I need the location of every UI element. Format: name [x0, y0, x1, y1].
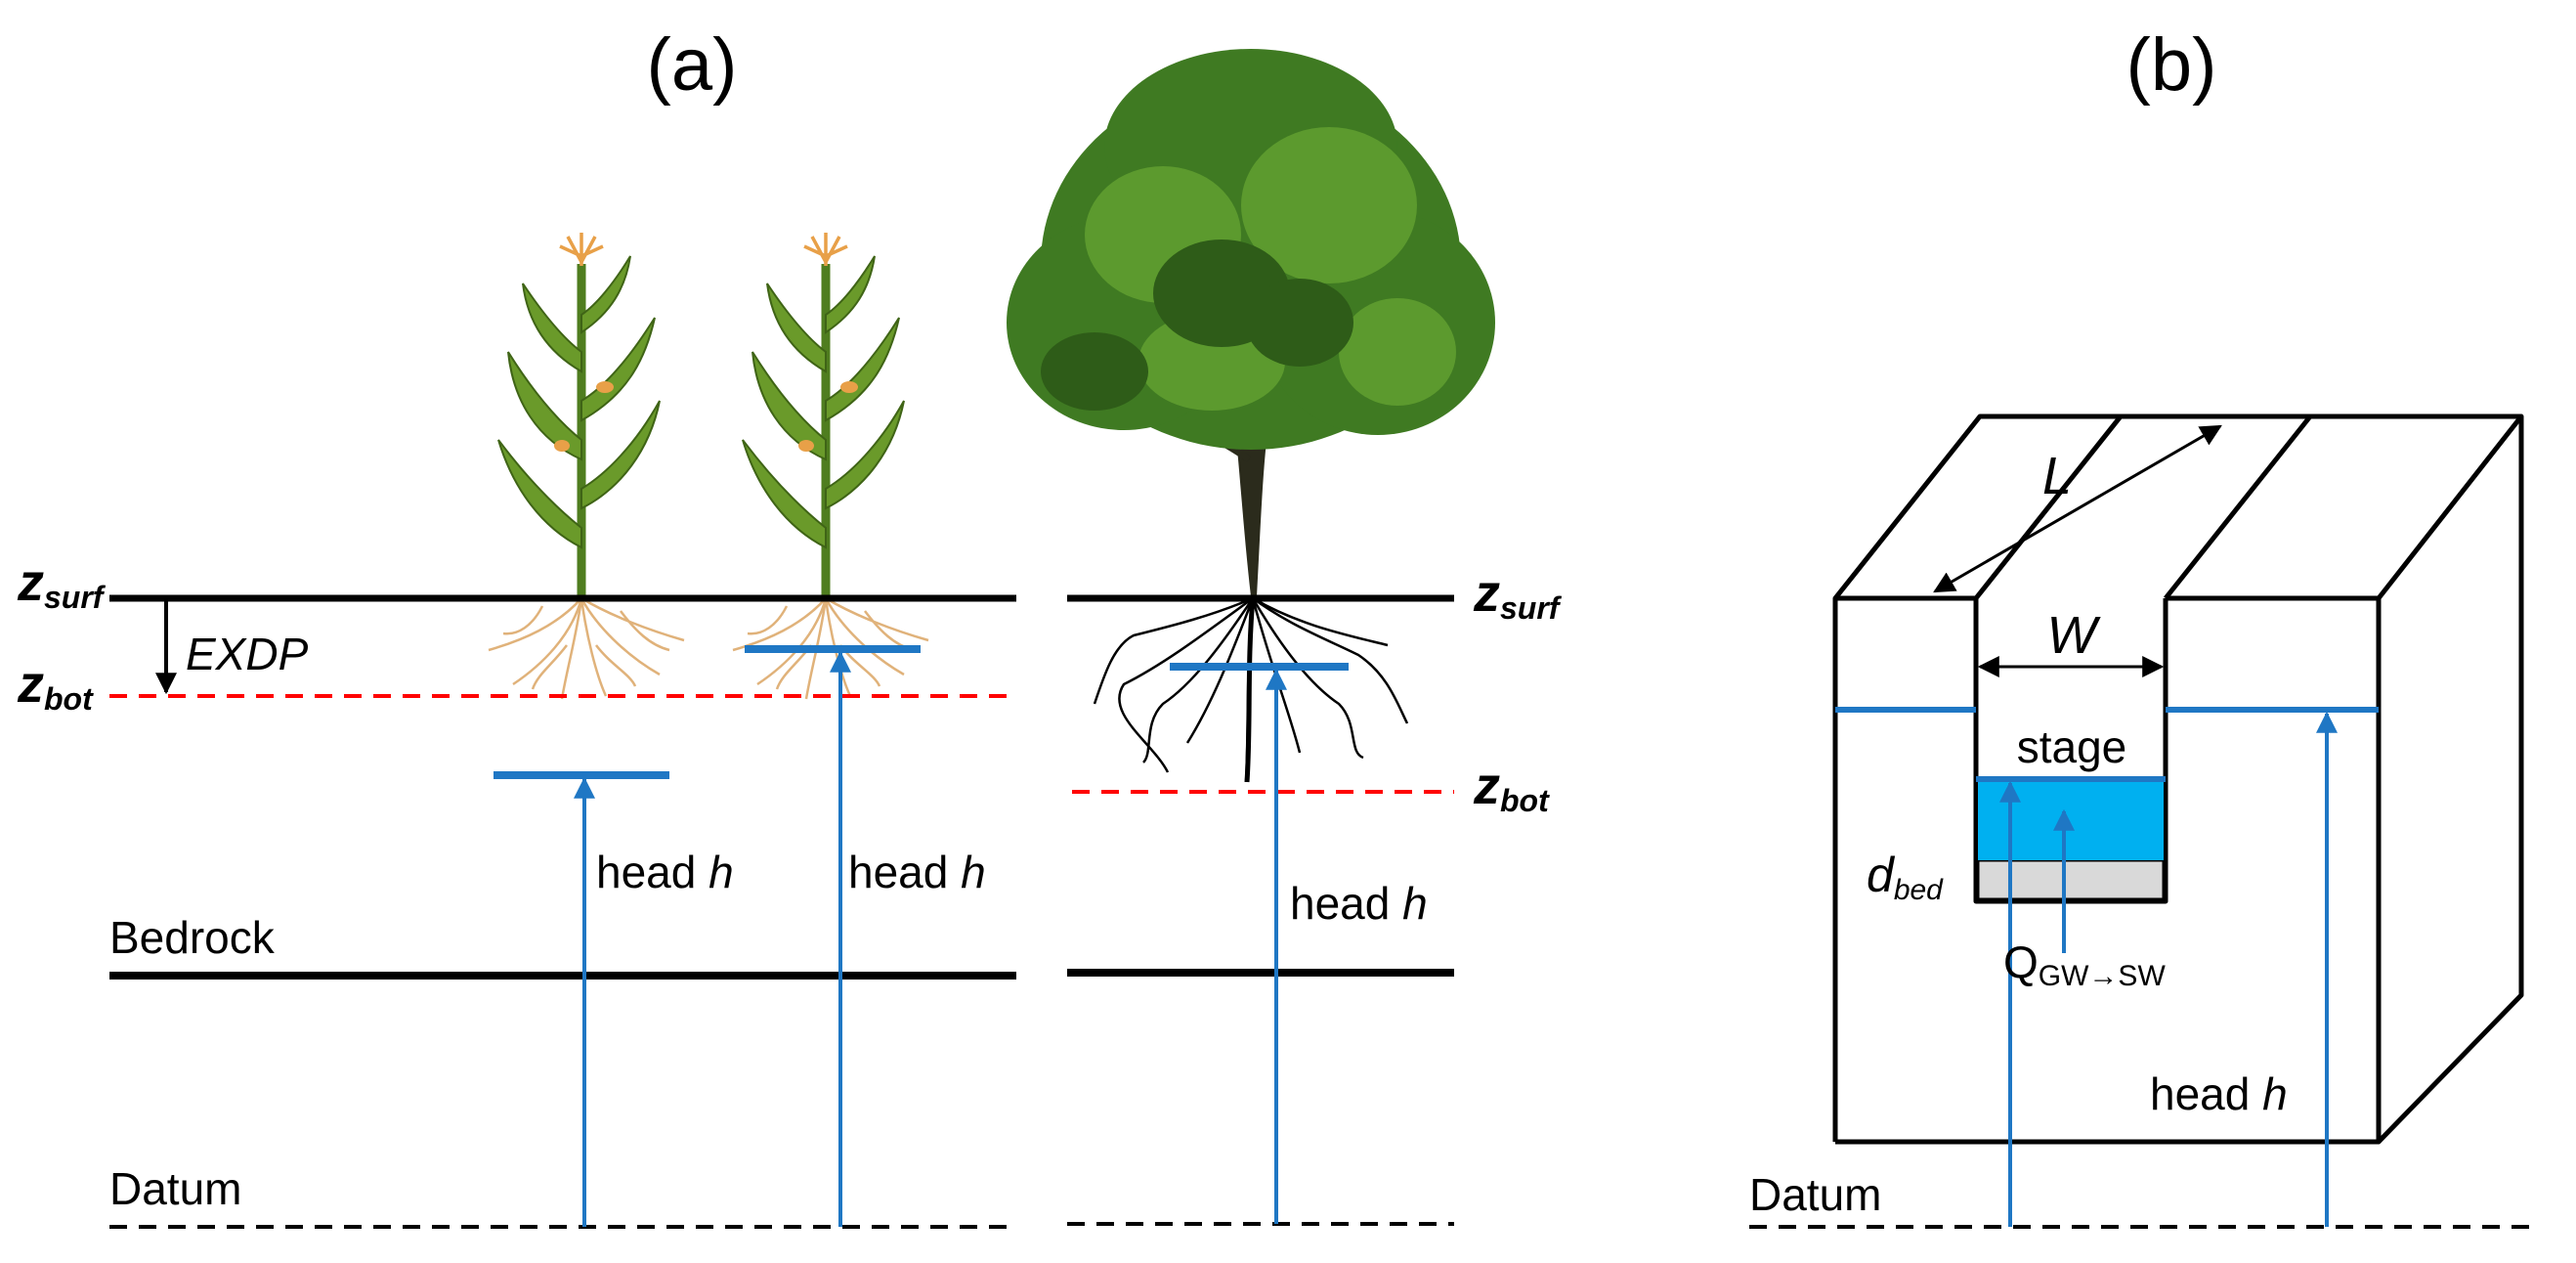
- panel-b-label: (b): [2126, 23, 2217, 107]
- panel-b: (b) L W sta: [1749, 23, 2541, 1229]
- panel-a: (a): [17, 23, 1563, 1229]
- head-label-2: head h: [848, 847, 986, 897]
- datum-label-b: Datum: [1749, 1169, 1881, 1220]
- stage-label: stage: [2017, 721, 2127, 772]
- bedrock-label: Bedrock: [109, 912, 276, 963]
- exdp-label: EXDP: [186, 629, 309, 679]
- head-label-1: head h: [596, 847, 734, 897]
- z-bot-label-right: zbot: [1473, 757, 1550, 818]
- corn-plant-icon: [488, 233, 685, 700]
- head-label-3: head h: [1290, 878, 1428, 929]
- z-surf-label-right: zsurf: [1473, 564, 1563, 626]
- head-label-b: head h: [2150, 1068, 2288, 1119]
- stream-water: [1978, 779, 2164, 860]
- length-arrow: [1933, 424, 2222, 593]
- panel-a-label: (a): [647, 23, 738, 107]
- z-bot-label-left: zbot: [17, 655, 94, 717]
- length-label: L: [2042, 447, 2072, 505]
- width-label: W: [2047, 606, 2102, 665]
- datum-label-a: Datum: [109, 1163, 241, 1214]
- corn-plant-icon: [732, 233, 929, 700]
- streambed: [1976, 858, 2166, 901]
- tree-icon: [1007, 49, 1495, 783]
- d-bed-label: dbed: [1867, 848, 1944, 906]
- flux-label: QGW→SW: [2003, 936, 2166, 992]
- z-surf-label-left: zsurf: [17, 553, 107, 615]
- aquifer-block: [1832, 414, 2524, 1145]
